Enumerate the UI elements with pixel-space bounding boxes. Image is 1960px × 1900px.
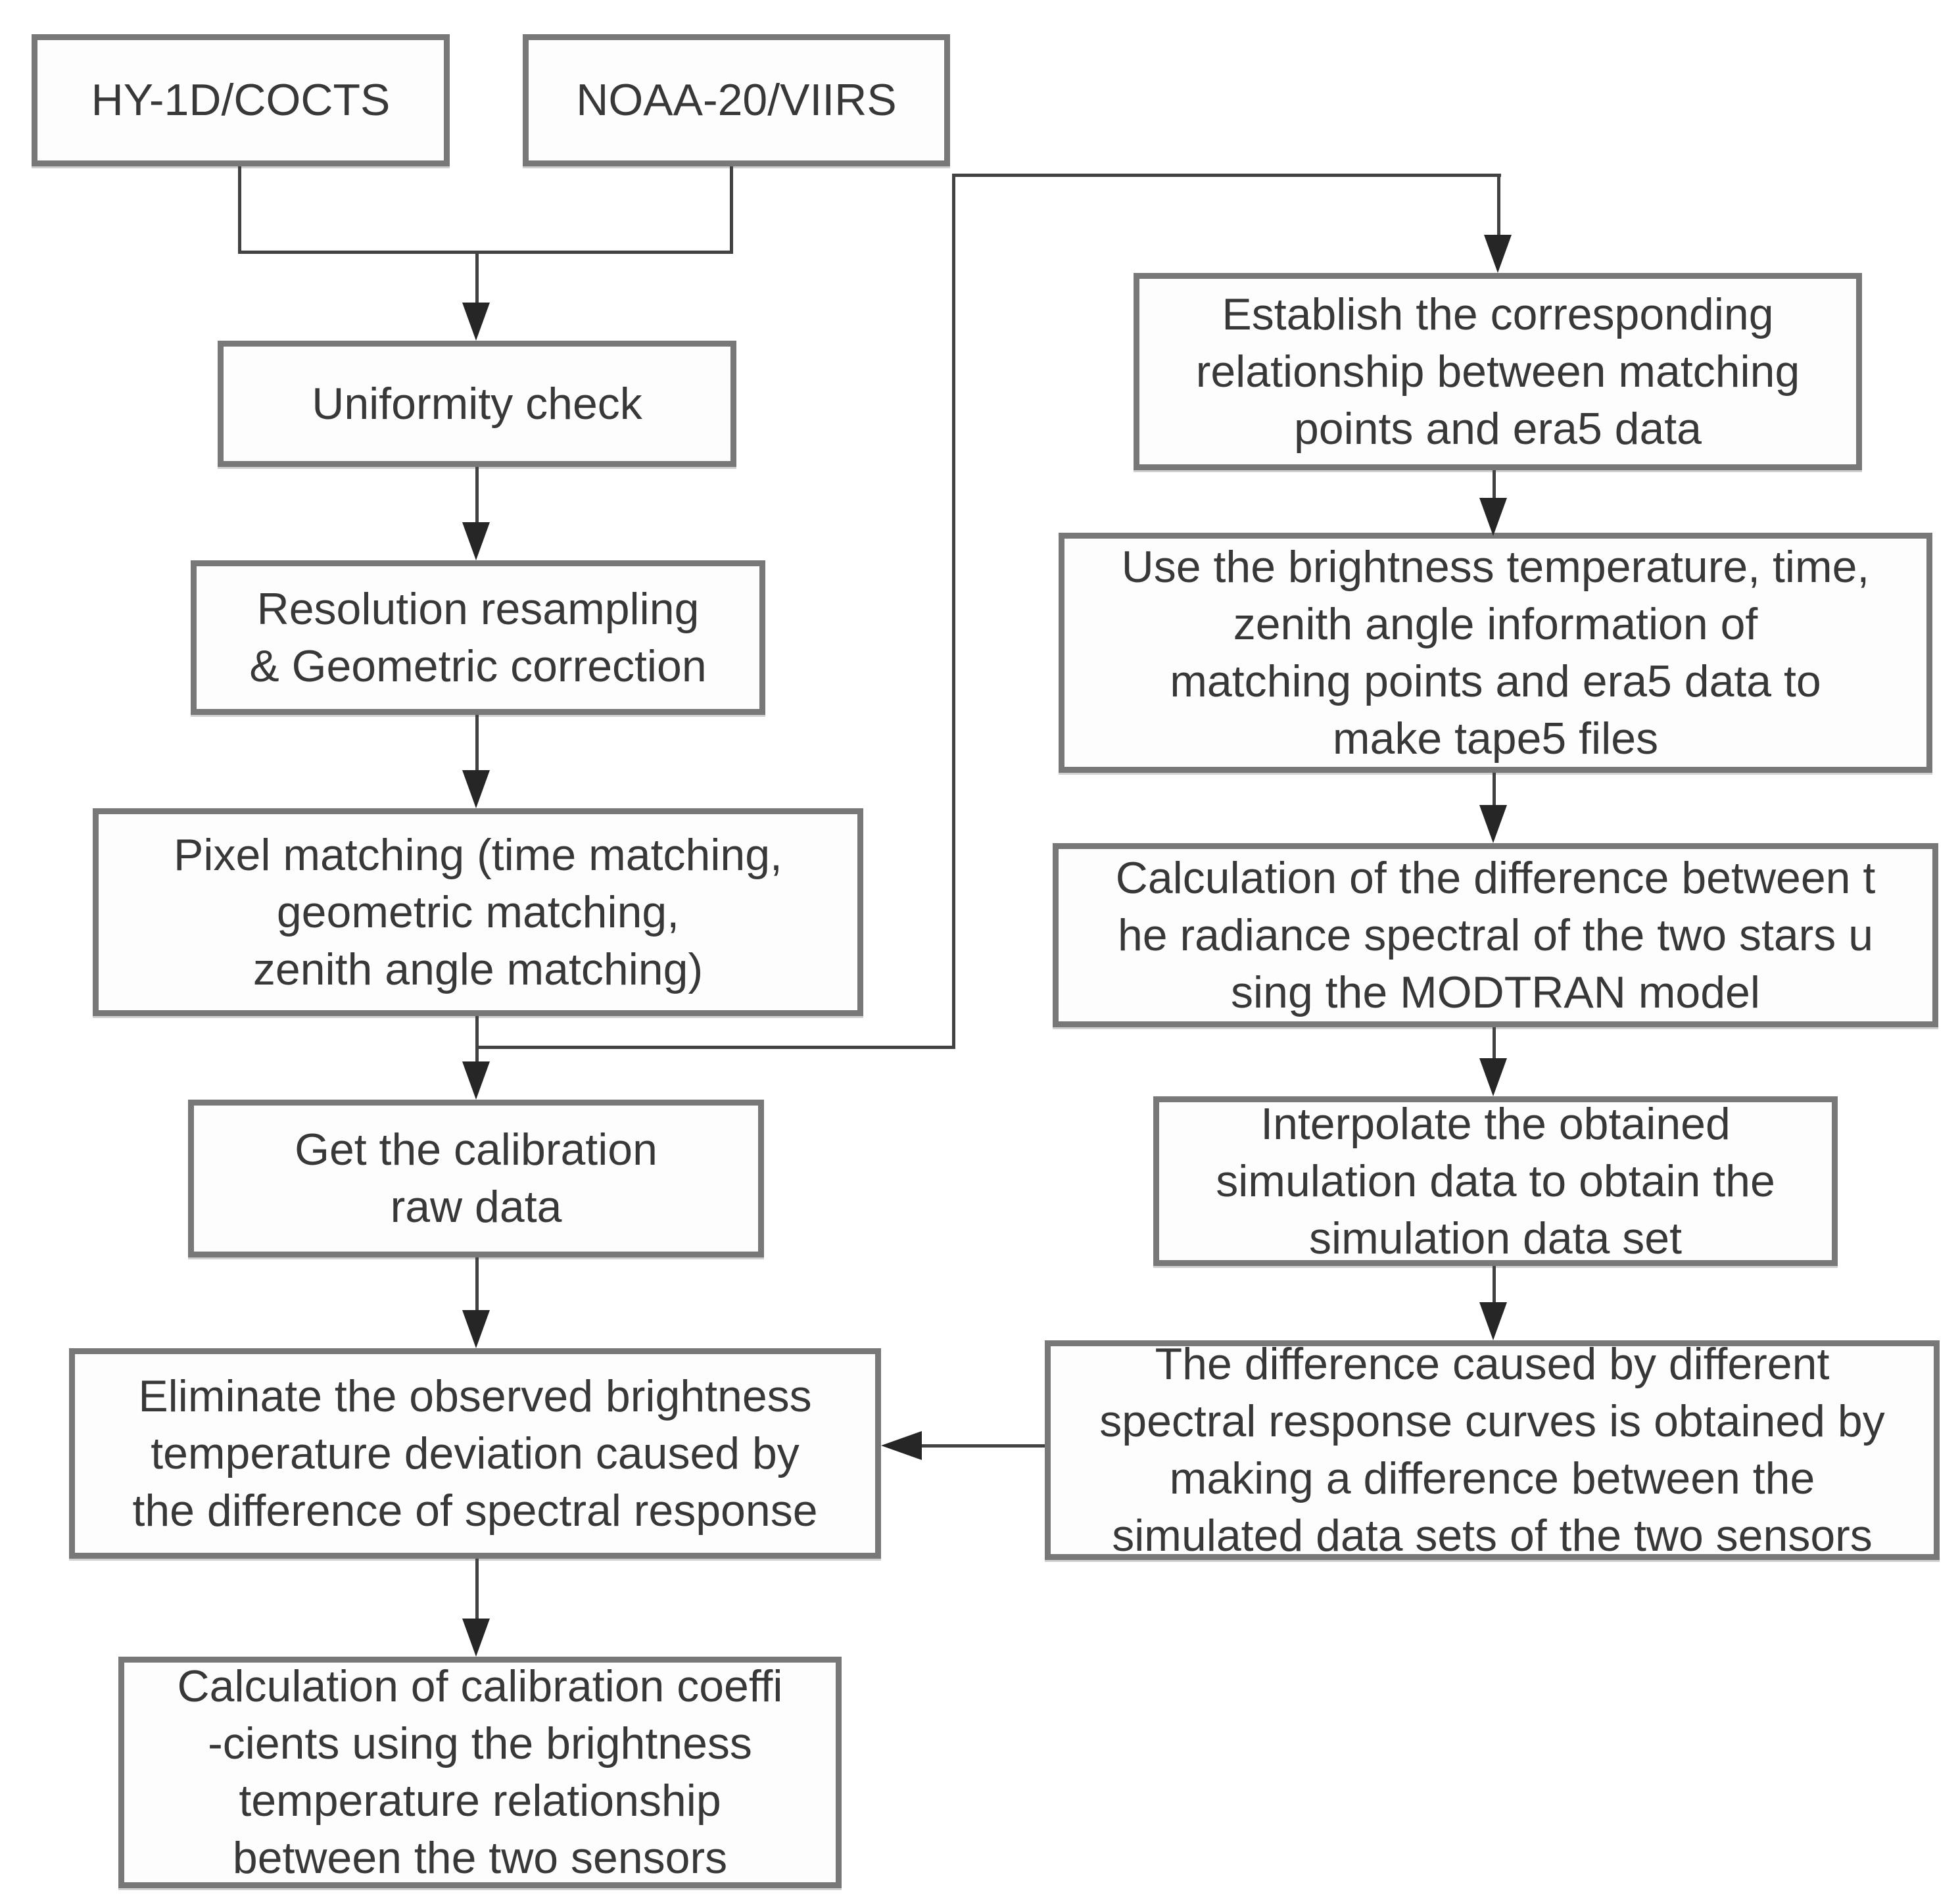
node-resolution-resampling: Resolution resampling & Geometric correc… bbox=[191, 560, 765, 715]
node-make-tape5-files: Use the brightness temperature, time, ze… bbox=[1059, 533, 1932, 773]
arrowhead-to-resolution-icon bbox=[462, 522, 490, 560]
node-resolution-resampling-label: Resolution resampling & Geometric correc… bbox=[249, 583, 707, 691]
node-pixel-matching: Pixel matching (time matching, geometric… bbox=[93, 808, 863, 1016]
node-get-calibration-raw-data-label: Get the calibration raw data bbox=[295, 1125, 657, 1232]
connector-resolution-to-pixel bbox=[475, 715, 479, 771]
node-make-tape5-files-label: Use the brightness temperature, time, ze… bbox=[1121, 541, 1870, 764]
node-pixel-matching-label: Pixel matching (time matching, geometric… bbox=[174, 829, 782, 994]
node-eliminate-deviation-label: Eliminate the observed brightness temper… bbox=[132, 1371, 818, 1536]
arrowhead-to-tape5-icon bbox=[1479, 498, 1507, 536]
node-establish-relationship-label: Establish the corresponding relationship… bbox=[1195, 289, 1800, 454]
connector-pixel-down bbox=[475, 1016, 479, 1062]
arrowhead-to-interpolate-icon bbox=[1479, 1058, 1507, 1096]
node-eliminate-deviation: Eliminate the observed brightness temper… bbox=[69, 1348, 881, 1559]
node-establish-relationship: Establish the corresponding relationship… bbox=[1134, 273, 1862, 470]
node-hy1d-cocts: HY-1D/COCTS bbox=[32, 34, 450, 166]
arrowhead-to-eliminate-icon bbox=[462, 1310, 490, 1348]
connector-establish-to-tape5 bbox=[1493, 470, 1496, 500]
node-modtran-difference-label: Calculation of the difference between t … bbox=[1115, 852, 1876, 1017]
node-calc-calibration-coefficients: Calculation of calibration coeffi -cient… bbox=[118, 1657, 842, 1888]
arrowhead-to-difference-icon bbox=[1479, 1302, 1507, 1340]
arrowhead-to-get-raw-icon bbox=[462, 1061, 490, 1100]
arrowhead-to-uniformity-icon bbox=[462, 303, 490, 341]
arrowhead-to-pixel-icon bbox=[462, 770, 490, 808]
arrowhead-to-calc-icon bbox=[462, 1619, 490, 1657]
connector-tape5-to-modtran bbox=[1493, 773, 1496, 807]
node-noaa20-viirs: NOAA-20/VIIRS bbox=[523, 34, 950, 166]
connector-branch-vertical bbox=[952, 174, 955, 1049]
node-calc-calibration-coefficients-label: Calculation of calibration coeffi -cient… bbox=[177, 1661, 783, 1883]
connector-merge-to-uniformity bbox=[475, 251, 479, 306]
arrowhead-to-modtran-icon bbox=[1479, 805, 1507, 843]
node-modtran-difference: Calculation of the difference between t … bbox=[1053, 843, 1938, 1027]
node-noaa20-viirs-label: NOAA-20/VIIRS bbox=[576, 75, 897, 125]
connector-to-establish bbox=[1497, 174, 1500, 236]
connector-modtran-to-interpolate bbox=[1493, 1027, 1496, 1060]
connector-uniformity-to-resolution bbox=[475, 467, 479, 525]
connector-hy1d-down bbox=[238, 166, 241, 253]
connector-difference-to-eliminate bbox=[920, 1444, 1045, 1448]
connector-merge-horizontal bbox=[238, 251, 733, 254]
node-spectral-response-difference-label: The difference caused by different spect… bbox=[1099, 1339, 1885, 1561]
connector-noaa20-down bbox=[730, 166, 733, 253]
arrowhead-to-establish-icon bbox=[1484, 235, 1512, 273]
node-uniformity-check-label: Uniformity check bbox=[312, 378, 642, 429]
node-interpolate-simulation-label: Interpolate the obtained simulation data… bbox=[1216, 1098, 1775, 1263]
node-uniformity-check: Uniformity check bbox=[218, 341, 736, 467]
connector-branch-horizontal bbox=[475, 1046, 955, 1049]
node-spectral-response-difference: The difference caused by different spect… bbox=[1045, 1339, 1940, 1561]
node-hy1d-cocts-label: HY-1D/COCTS bbox=[91, 75, 391, 125]
node-get-calibration-raw-data: Get the calibration raw data bbox=[188, 1100, 764, 1257]
arrowhead-left-to-eliminate-icon bbox=[881, 1431, 922, 1460]
connector-get-raw-to-eliminate bbox=[475, 1257, 479, 1311]
node-interpolate-simulation: Interpolate the obtained simulation data… bbox=[1153, 1096, 1838, 1266]
connector-eliminate-to-calc bbox=[475, 1559, 479, 1619]
connector-interpolate-to-difference bbox=[1493, 1266, 1496, 1304]
connector-top-horizontal bbox=[952, 174, 1501, 177]
